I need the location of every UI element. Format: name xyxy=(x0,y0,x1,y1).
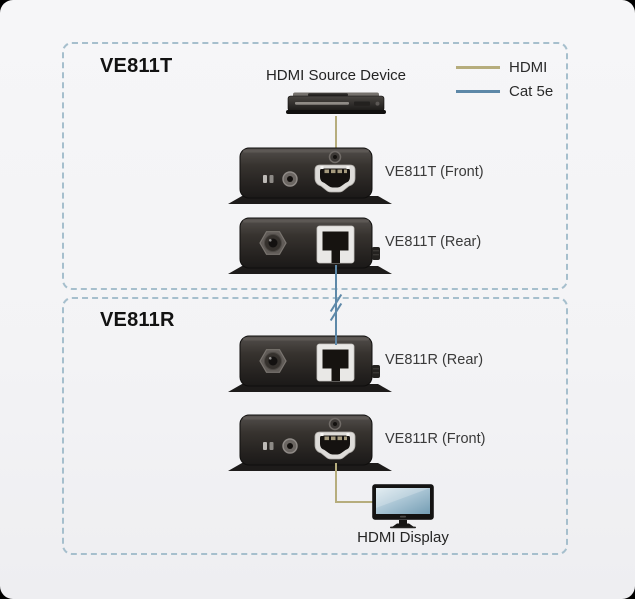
cat5e-cable-line xyxy=(335,265,337,345)
device-ve811r-rear-icon xyxy=(228,335,392,392)
device-label-ve811r-front: VE811R (Front) xyxy=(385,431,486,447)
device-ve811t-rear-icon xyxy=(228,217,392,274)
section-ve811t xyxy=(62,42,568,290)
device-label-ve811t-rear: VE811T (Rear) xyxy=(385,234,482,250)
section-title-ve811t: VE811T xyxy=(100,55,173,77)
legend-row-cat5e: Cat 5e xyxy=(456,79,553,103)
source-device-label: HDMI Source Device xyxy=(265,67,407,84)
hdmi-cable-source-line xyxy=(335,116,337,149)
device-ve811t-front-icon xyxy=(228,147,392,204)
hdmi-line-swatch-icon xyxy=(456,65,500,69)
legend-row-hdmi: HDMI xyxy=(456,55,553,79)
legend-label-hdmi: HDMI xyxy=(509,58,548,76)
hdmi-display-icon xyxy=(372,484,434,529)
legend-label-cat5e: Cat 5e xyxy=(509,82,554,100)
display-label: HDMI Display xyxy=(357,529,449,546)
device-label-ve811t-front: VE811T (Front) xyxy=(385,164,484,180)
device-label-ve811r-rear: VE811R (Rear) xyxy=(385,352,484,368)
cat5e-line-swatch-icon xyxy=(456,89,500,93)
legend: HDMI Cat 5e xyxy=(456,55,553,103)
hdmi-source-device-icon xyxy=(286,92,386,114)
hdmi-cable-display-line xyxy=(335,463,376,503)
device-ve811r-front-icon xyxy=(228,414,392,471)
section-ve811r xyxy=(62,297,568,555)
section-title-ve811r: VE811R xyxy=(100,309,175,331)
